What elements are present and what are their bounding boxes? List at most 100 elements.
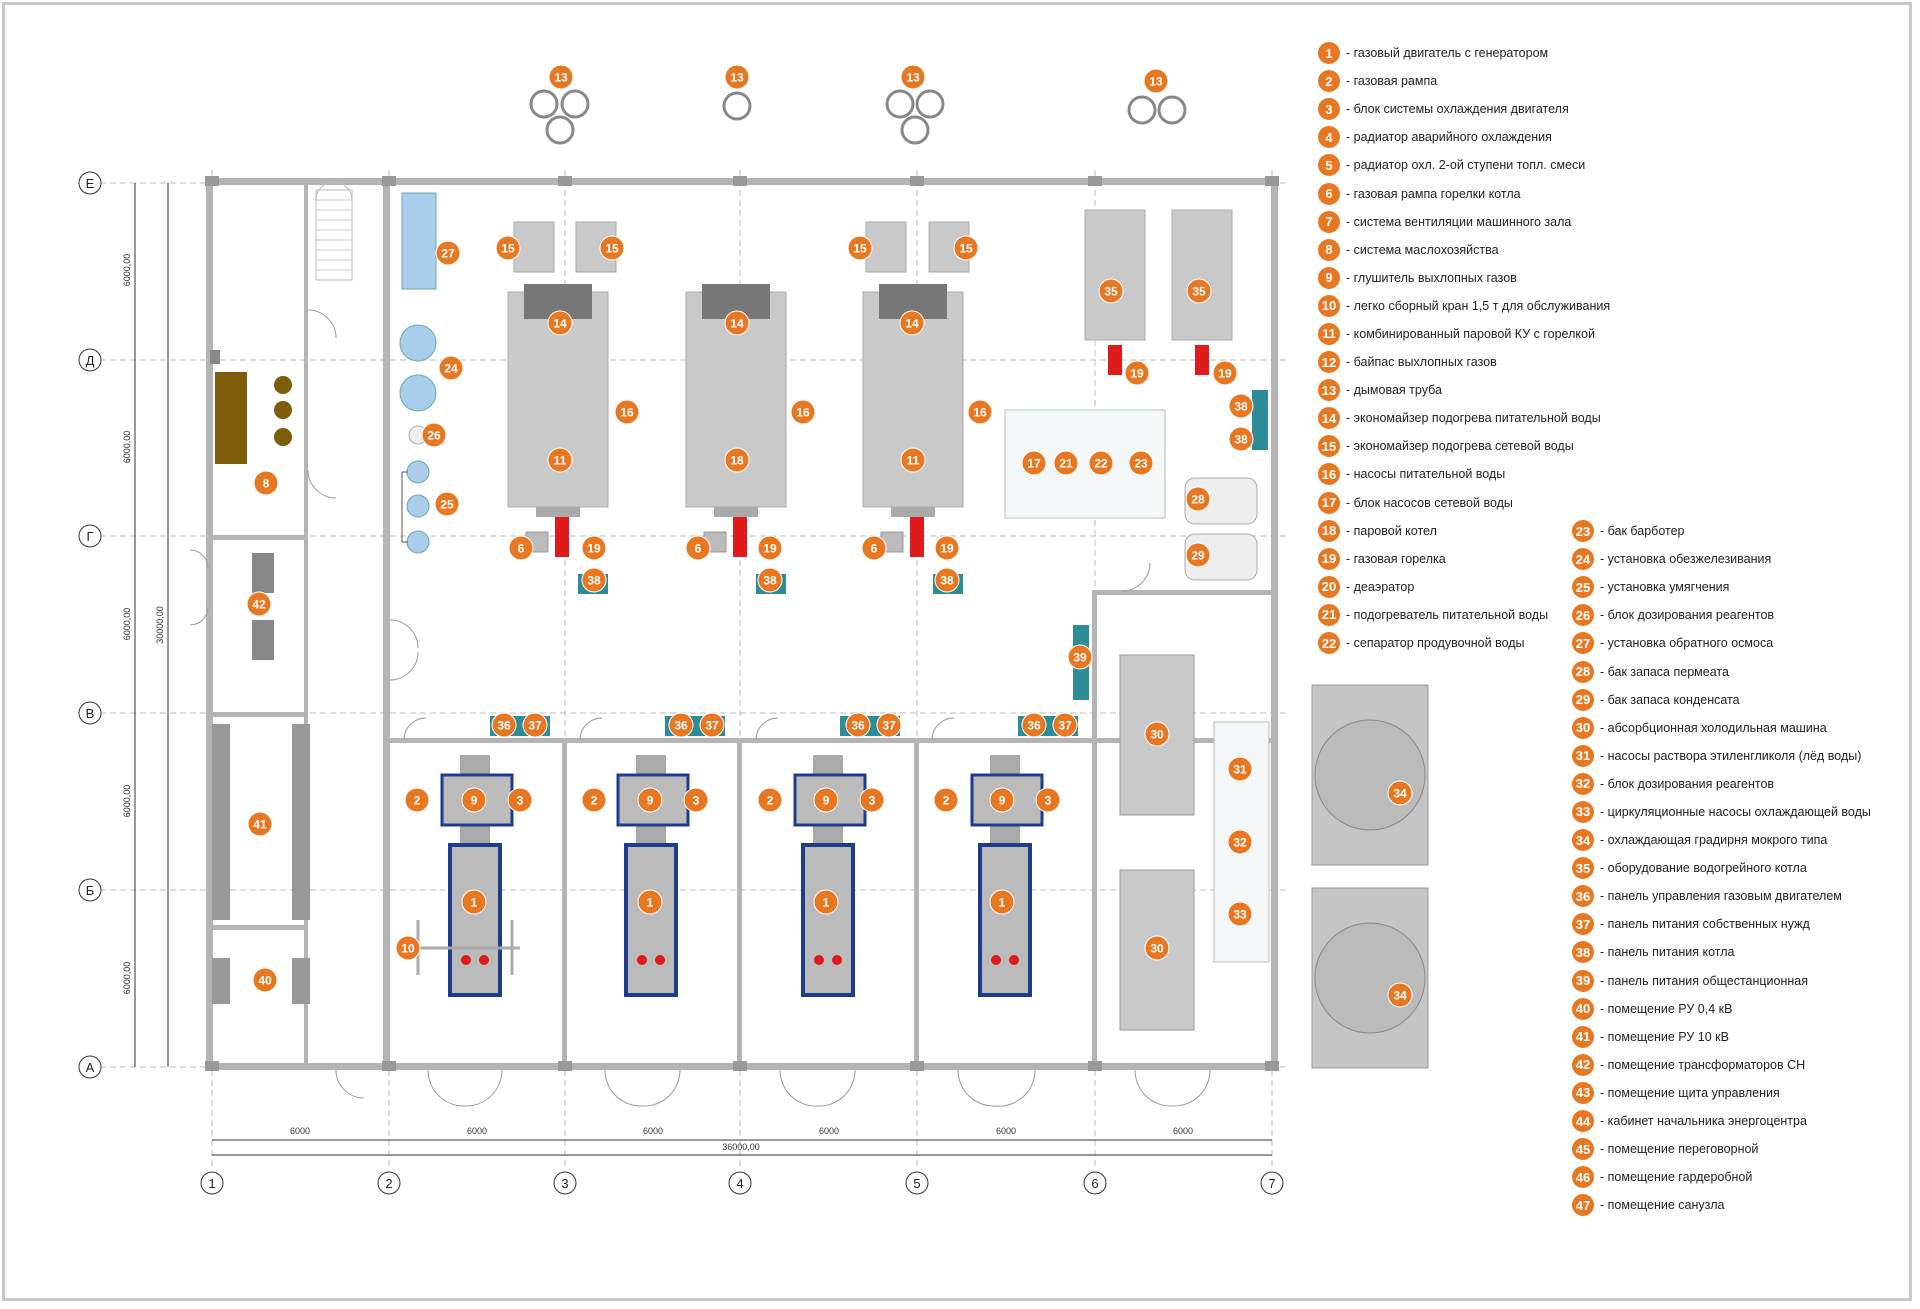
legend-badge: 17 (1318, 491, 1340, 514)
legend-label: - абсорбционная холодильная машина (1600, 720, 1827, 735)
wall (737, 738, 742, 1070)
legend-badge: 6 (1318, 182, 1340, 205)
legend-item-31: 31- насосы раствора этиленгликоля (лёд в… (1572, 742, 1871, 770)
axis-label-col: 7 (1268, 1176, 1275, 1191)
marker-label: 15 (959, 242, 973, 256)
marker-label: 34 (1393, 787, 1407, 801)
legend-item-19: 19- газовая горелка (1318, 545, 1610, 573)
chimney (1157, 95, 1187, 125)
column (382, 1061, 396, 1071)
legend-item-20: 20- деаэратор (1318, 573, 1610, 601)
legend-item-30: 30- абсорбционная холодильная машина (1572, 714, 1871, 742)
marker-label: 14 (553, 317, 567, 331)
legend-badge: 9 (1318, 266, 1340, 289)
wall (383, 178, 390, 1070)
dimension-label: 6000 (643, 1126, 663, 1136)
legend-label: - газовая рампа (1346, 74, 1438, 89)
legend-badge: 42 (1572, 1053, 1594, 1076)
marker-badge (547, 447, 573, 473)
legend-item-29: 29- бак запаса конденсата (1572, 686, 1871, 714)
legend-item-27: 27- установка обратного осмоса (1572, 629, 1871, 657)
reverse-osmosis (401, 192, 437, 290)
dimension-label: 30000,00 (155, 606, 165, 644)
gas-engine (624, 843, 678, 997)
column (910, 1061, 924, 1071)
marker-badge (861, 535, 887, 561)
marker-badge (1212, 360, 1238, 386)
engine-detail (1009, 955, 1019, 965)
legend-label: - помещение переговорной (1600, 1142, 1759, 1157)
legend-badge: 3 (1318, 98, 1340, 121)
axis-label-col: 4 (736, 1176, 743, 1191)
engine-detail (655, 955, 665, 965)
oil-barrel (274, 428, 292, 446)
marker-label: 6 (871, 542, 878, 556)
marker-label: 33 (1233, 908, 1247, 922)
marker-badge (1144, 935, 1170, 961)
marker-label: 32 (1233, 836, 1247, 850)
marker-label: 37 (705, 719, 719, 733)
column (1088, 1061, 1102, 1071)
legend-label: - блок насосов сетевой воды (1346, 495, 1513, 510)
marker-badge (1185, 486, 1211, 512)
legend-item-17: 17 - блок насосов сетевой воды (1318, 489, 1610, 517)
softener-filter (406, 494, 430, 518)
legend-item-16: 16- насосы питательной воды (1318, 460, 1610, 488)
legend-badge: 13 (1318, 379, 1340, 402)
axis-label-row: Б (86, 883, 95, 898)
legend-badge: 33 (1572, 800, 1594, 823)
marker-label: 24 (444, 362, 458, 376)
marker-label: 11 (554, 454, 567, 468)
legend-badge: 15 (1318, 435, 1340, 458)
legend-label: - газовая рампа горелки котла (1346, 186, 1521, 201)
oil-tank (215, 372, 247, 464)
marker-label: 15 (853, 242, 867, 256)
marker-label: 9 (999, 794, 1006, 808)
marker-badge (699, 712, 725, 738)
marker-badge (876, 712, 902, 738)
marker-label: 9 (823, 794, 830, 808)
marker-label: 42 (252, 598, 266, 612)
cooling-tower-fan (1314, 922, 1426, 1034)
burner (1195, 345, 1209, 375)
legend-badge: 20 (1318, 575, 1340, 598)
legend-badge: 7 (1318, 210, 1340, 233)
door-arc (189, 549, 209, 626)
legend-label: - установка умягчения (1600, 580, 1730, 595)
door-arc (579, 717, 603, 741)
legend-item-4: 4- радиатор аварийного охлаждения (1318, 123, 1610, 151)
dimension-label: 6000,00 (122, 431, 132, 464)
engine-detail (991, 955, 1001, 965)
wall (562, 738, 567, 1070)
axis-bubble (78, 701, 102, 725)
marker-label: 2 (414, 794, 421, 808)
legend-item-37: 37- панель питания собственных нужд (1572, 910, 1871, 938)
marker-label: 23 (1134, 457, 1148, 471)
oil-barrel (274, 401, 292, 419)
wall (914, 738, 919, 1070)
marker-label: 11 (907, 454, 920, 468)
marker-badge (899, 310, 925, 336)
legend-badge: 32 (1572, 772, 1594, 795)
transformer (252, 620, 274, 660)
dimension-label: 6000 (819, 1126, 839, 1136)
dimension-label: 6000 (290, 1126, 310, 1136)
marker-badge (522, 712, 548, 738)
marker-badge (581, 535, 607, 561)
legend-badge: 24 (1572, 548, 1594, 571)
marker-badge (813, 889, 839, 915)
marker-badge (507, 787, 533, 813)
wall (213, 535, 305, 540)
legend-label: - газовый двигатель с генератором (1346, 46, 1549, 61)
marker-label: 3 (1045, 794, 1052, 808)
legend-label: - экономайзер подогрева питательной воды (1346, 411, 1601, 426)
column (558, 1061, 572, 1071)
legend-label: - система маслохозяйства (1346, 242, 1499, 257)
axis-bubble (1260, 1171, 1284, 1195)
legend-label: - помещение щита управления (1600, 1085, 1780, 1100)
wall (1092, 590, 1097, 1070)
marker-label: 15 (605, 242, 619, 256)
legend-item-14: 14- экономайзер подогрева питательной во… (1318, 404, 1610, 432)
